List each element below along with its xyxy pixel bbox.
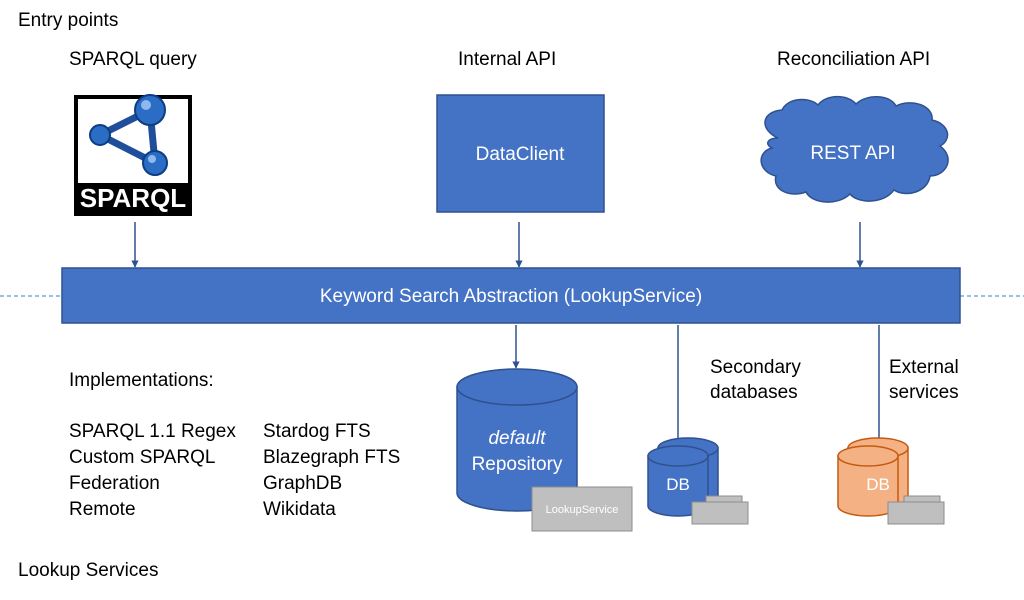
impl-item: Stardog FTS xyxy=(263,421,371,442)
abstraction-label: Keyword Search Abstraction (LookupServic… xyxy=(320,286,702,307)
secondary-db-label: DB xyxy=(666,475,690,494)
secondary-databases-label-1: Secondary xyxy=(710,357,801,378)
impl-item: Remote xyxy=(69,499,136,520)
impl-item: Federation xyxy=(69,473,160,494)
lookup-services-label: Lookup Services xyxy=(18,560,159,581)
external-db-label: DB xyxy=(866,475,890,494)
repository-label: Repository xyxy=(472,454,563,475)
sparql-logo: SPARQL xyxy=(74,94,192,216)
sparql-query-label: SPARQL query xyxy=(69,49,197,70)
implementations-label: Implementations: xyxy=(69,370,214,391)
impl-item: Blazegraph FTS xyxy=(263,447,401,468)
reconciliation-api-label: Reconciliation API xyxy=(777,49,931,70)
external-db-cylinder: DB xyxy=(837,437,945,525)
impl-item: Custom SPARQL xyxy=(69,447,216,468)
dataclient-label: DataClient xyxy=(476,144,565,165)
impl-item: SPARQL 1.1 Regex xyxy=(69,421,236,442)
rest-api-cloud: REST API xyxy=(760,95,949,203)
impl-item: Wikidata xyxy=(263,499,336,520)
secondary-db-cylinder: DB xyxy=(647,437,749,525)
default-repository-cylinder: default Repository xyxy=(456,368,578,512)
abstraction-bar: Keyword Search Abstraction (LookupServic… xyxy=(61,267,961,324)
lookupservice-tag-label: LookupService xyxy=(546,504,619,516)
entry-points-label: Entry points xyxy=(18,10,119,31)
rest-api-label: REST API xyxy=(810,143,895,164)
external-services-label-1: External xyxy=(889,357,959,378)
repository-label-default: default xyxy=(488,428,546,449)
external-services-label-2: services xyxy=(889,382,959,403)
dataclient-box: DataClient xyxy=(436,94,605,213)
sparql-logo-text: SPARQL xyxy=(80,183,187,213)
lookupservice-tag: LookupService xyxy=(531,486,633,532)
secondary-databases-label-2: databases xyxy=(710,382,798,403)
internal-api-label: Internal API xyxy=(458,49,557,70)
impl-item: GraphDB xyxy=(263,473,343,494)
